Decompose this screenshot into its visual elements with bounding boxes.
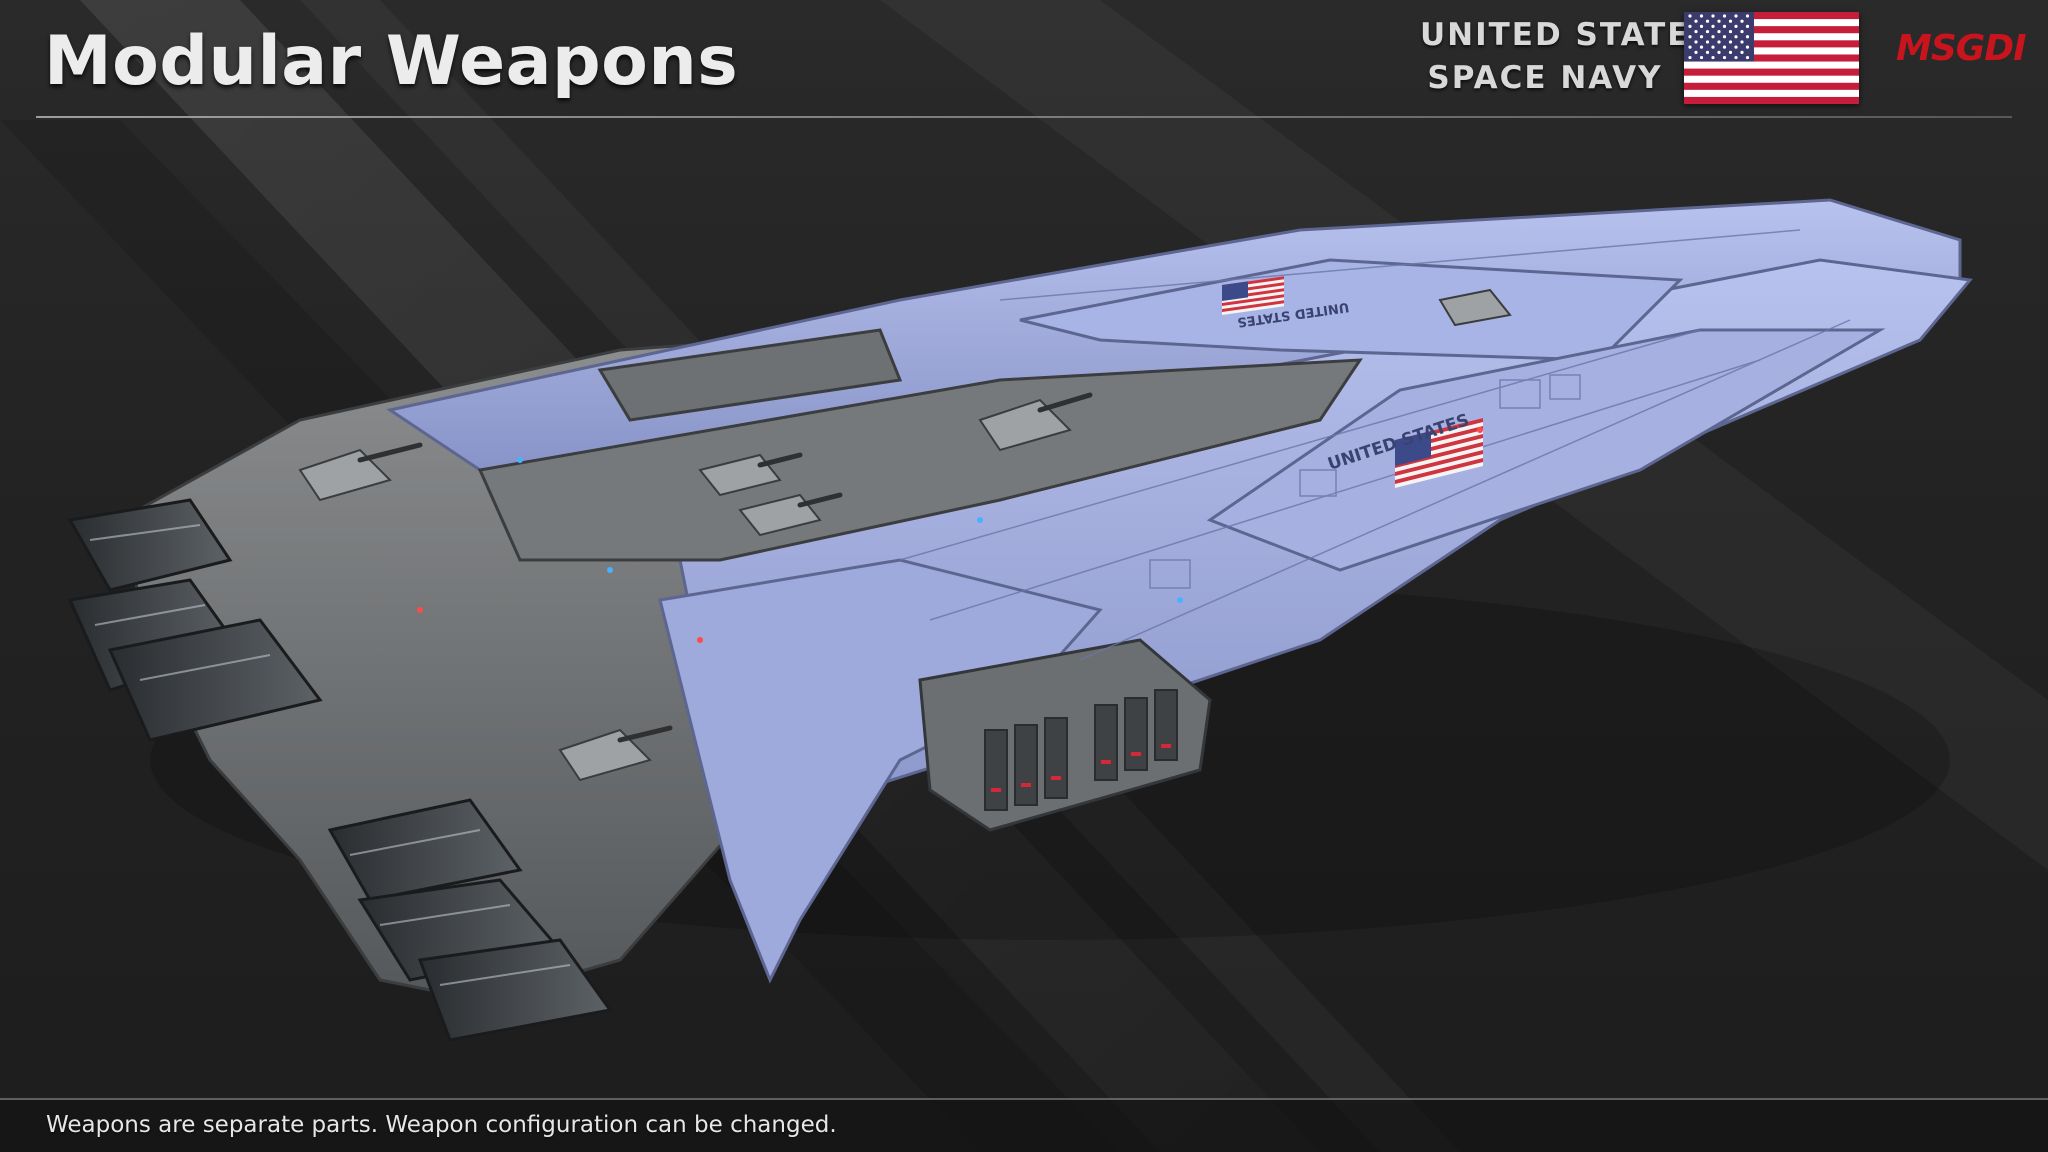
brand-logo: MSGDI [1896,28,2027,69]
us-flag-icon [1684,12,1859,105]
footer-bar [0,1100,2048,1152]
faction-line-2: SPACE NAVY [1427,60,1663,96]
faction-label: UNITED STATES SPACE NAVY [1420,14,1715,100]
footer-caption: Weapons are separate parts. Weapon confi… [46,1112,837,1138]
faction-line-1: UNITED STATES [1420,17,1715,53]
page-title: Modular Weapons [44,22,739,101]
footer-divider [0,1098,2048,1100]
header-divider [36,116,2012,118]
